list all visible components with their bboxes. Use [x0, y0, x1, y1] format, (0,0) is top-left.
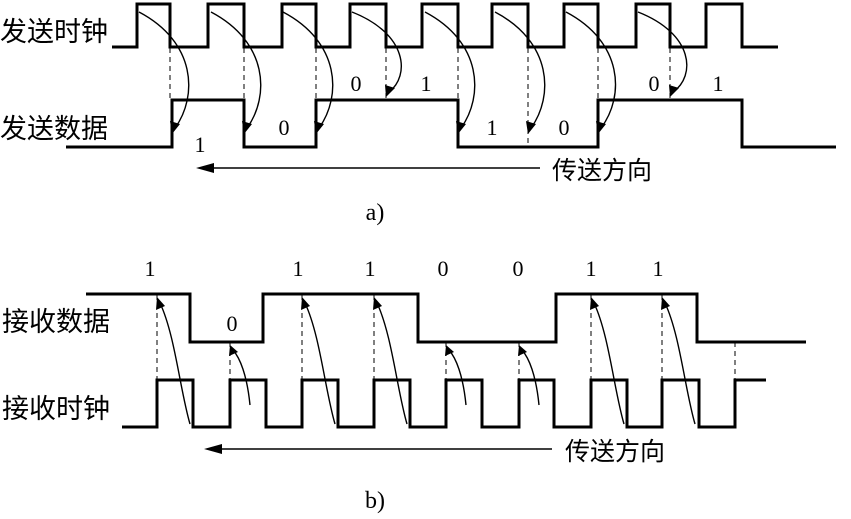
receive-bit-values: 1 0 1 1 0 0 1 1: [145, 256, 664, 336]
receive-data-label: 接收数据: [2, 307, 110, 337]
receive-sample-guides: [156, 295, 736, 380]
arrowhead: [170, 121, 180, 134]
receive-direction-label: 传送方向: [565, 437, 665, 466]
bit-value: 0: [227, 311, 238, 336]
arrowhead: [156, 297, 165, 310]
arrowhead: [669, 85, 679, 97]
sample-arrow: [664, 302, 696, 425]
receive-clock-label: 接收时钟: [2, 394, 110, 424]
trigger-arrow: [424, 11, 476, 129]
trigger-arrow: [351, 11, 402, 93]
arrowhead: [456, 121, 466, 134]
arrowhead: [229, 345, 238, 356]
sample-arrow: [376, 302, 408, 425]
arrowhead: [661, 297, 670, 310]
bit-value: 1: [195, 132, 206, 157]
trigger-arrow: [494, 11, 546, 129]
bit-value: 1: [653, 256, 664, 281]
trigger-arrow: [637, 11, 688, 93]
receive-data-waveform: [86, 292, 806, 344]
bit-value: 0: [279, 115, 290, 140]
arrowhead: [314, 121, 324, 134]
send-bit-values: 1 0 0 1 1 0 0 1: [195, 71, 724, 157]
bit-value: 1: [365, 256, 376, 281]
arrowhead: [204, 444, 222, 454]
sample-arrow: [448, 349, 467, 406]
bit-value: 1: [713, 71, 724, 96]
send-data-waveform: [66, 98, 836, 149]
send-trigger-arrows: [138, 11, 688, 134]
sample-arrow: [521, 349, 540, 406]
trigger-arrow: [565, 11, 617, 129]
arrowhead: [242, 121, 252, 134]
sample-arrow: [159, 302, 191, 425]
sample-arrow: [593, 302, 625, 425]
send-clock-label: 发送时钟: [0, 17, 108, 47]
bit-value: 0: [351, 71, 362, 96]
send-direction-arrow: [196, 163, 540, 173]
receive-direction-arrow: [204, 444, 552, 454]
arrowhead: [196, 163, 214, 173]
arrowhead: [385, 85, 395, 97]
bit-value: 1: [586, 256, 597, 281]
arrowhead: [596, 121, 606, 134]
arrowhead: [445, 345, 454, 356]
caption-b: b): [365, 488, 385, 514]
caption-a: a): [366, 200, 385, 226]
receive-clock-waveform: [122, 378, 766, 429]
bit-value: 1: [487, 115, 498, 140]
sample-arrow: [232, 349, 251, 406]
trigger-arrow: [282, 11, 334, 129]
arrowhead: [301, 297, 310, 310]
arrowhead: [373, 297, 382, 310]
bit-value: 0: [559, 115, 570, 140]
bit-value: 1: [421, 71, 432, 96]
bit-value: 0: [513, 256, 524, 281]
panel-b: 接收数据 接收时钟: [2, 256, 806, 514]
arrowhead: [590, 297, 599, 310]
panel-a: 发送时钟 发送数据: [0, 2, 836, 226]
send-direction-label: 传送方向: [552, 156, 652, 185]
arrowhead: [518, 345, 527, 356]
trigger-arrow: [210, 11, 262, 129]
bit-value: 1: [145, 256, 156, 281]
bit-value: 0: [438, 256, 449, 281]
send-data-label: 发送数据: [0, 114, 108, 144]
arrowhead: [526, 121, 536, 134]
send-clock-waveform: [112, 2, 778, 49]
receive-sample-arrows: [156, 297, 696, 425]
bit-value: 1: [293, 256, 304, 281]
trigger-arrow: [138, 11, 190, 129]
sample-arrow: [304, 302, 336, 425]
bit-value: 0: [649, 71, 660, 96]
